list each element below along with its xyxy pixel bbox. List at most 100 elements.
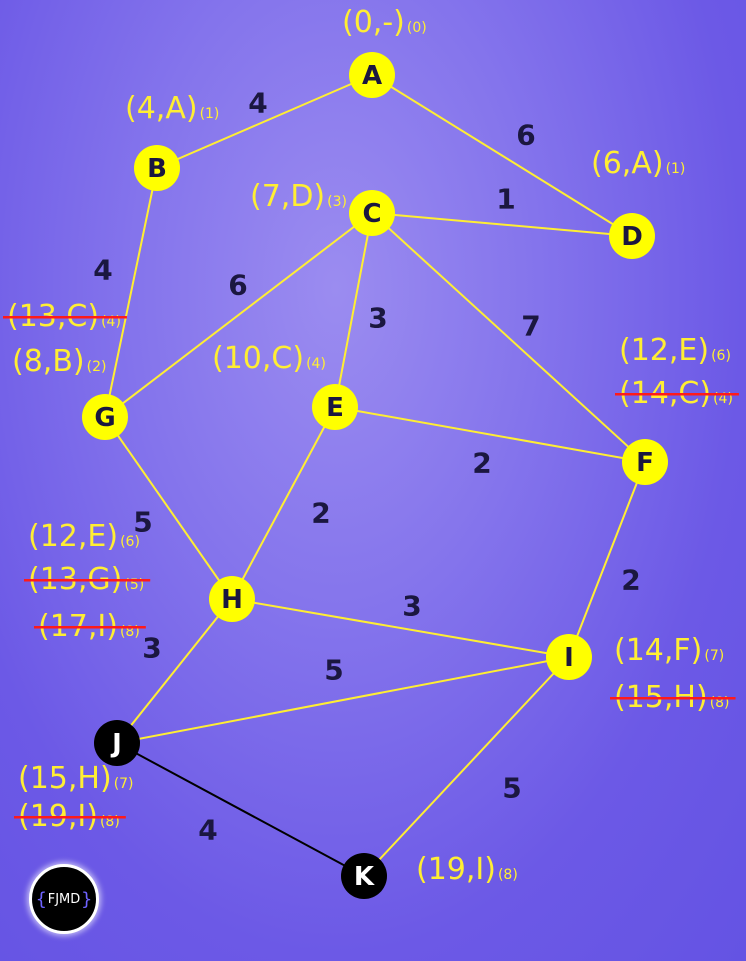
distance-value: (0,-) — [342, 5, 405, 40]
edge-weight-c-f: 7 — [521, 310, 540, 343]
step-index: (1) — [200, 106, 220, 122]
distance-label-text: (19,I)(8) — [416, 852, 518, 887]
edge-i-k — [363, 656, 570, 877]
node-label: K — [354, 862, 375, 892]
distance-label-text: (12,E)(6) — [619, 333, 731, 368]
node-i: I — [546, 634, 592, 680]
node-f: F — [622, 439, 668, 485]
node-circle — [134, 145, 180, 191]
distance-label-k: (19,I)(8) — [416, 852, 518, 887]
distance-label-text: (0,-)(0) — [342, 5, 427, 40]
distance-value: (6,A) — [591, 146, 664, 181]
node-label: H — [221, 585, 243, 615]
distance-value: (8,B) — [12, 344, 85, 379]
node-d: D — [609, 213, 655, 259]
logo-text: FJMD — [47, 891, 81, 907]
distance-label-text: (6,A)(1) — [591, 146, 685, 181]
distance-value: (10,C) — [212, 341, 304, 376]
distance-label-i: (14,F)(7) — [614, 633, 724, 668]
distance-label-a: (0,-)(0) — [342, 5, 427, 40]
distance-value: (12,E) — [28, 519, 118, 554]
edge-weight-i-k: 5 — [502, 772, 521, 805]
edge-weight-b-g: 4 — [93, 254, 112, 287]
node-circle — [209, 576, 255, 622]
edge-h-i — [231, 598, 570, 658]
edge-c-g — [104, 212, 373, 418]
distance-value: (7,D) — [250, 179, 325, 214]
logo-brace-open: { — [35, 888, 47, 910]
step-index: (6) — [120, 534, 140, 550]
edge-weight-c-d: 1 — [496, 183, 515, 216]
node-circle — [349, 52, 395, 98]
node-c: C — [349, 190, 395, 236]
edge-h-j — [116, 598, 233, 744]
node-circle — [312, 384, 358, 430]
distance-label-text: (10,C)(4) — [212, 341, 326, 376]
step-index: (7) — [704, 648, 724, 664]
distance-value: (14,F) — [614, 633, 702, 668]
node-label: G — [94, 403, 115, 433]
edge-a-b — [156, 74, 373, 169]
edge-c-f — [371, 212, 646, 463]
node-label: J — [110, 729, 122, 759]
edge-c-d — [371, 212, 633, 237]
distance-value: (4,A) — [125, 91, 198, 126]
node-label: A — [362, 61, 382, 91]
distance-label-c: (7,D)(3) — [250, 179, 347, 214]
struck-distance-label-j: (19,I)(8) — [14, 799, 126, 834]
node-a: A — [349, 52, 395, 98]
edge-f-i — [568, 461, 646, 658]
struck-distance-label-i: (15,H)(8) — [610, 680, 736, 715]
edge-weight-a-b: 4 — [248, 87, 267, 120]
struck-distance-label-g: (13,C)(4) — [3, 299, 127, 334]
edge-b-g — [104, 167, 158, 418]
struck-distance-label-h: (17,I)(8) — [34, 609, 146, 644]
edge-weight-c-g: 6 — [228, 269, 247, 302]
annotations-layer: (0,-)(0)(4,A)(1)(6,A)(1)(7,D)(3)(13,C)(4… — [3, 5, 739, 887]
distance-label-j: (15,H)(7) — [18, 761, 134, 796]
distance-label-g: (8,B)(2) — [12, 344, 106, 379]
distance-label-text: (14,F)(7) — [614, 633, 724, 668]
step-index: (1) — [666, 161, 686, 177]
edge-weight-h-i: 3 — [402, 590, 421, 623]
distance-label-d: (6,A)(1) — [591, 146, 685, 181]
edge-c-e — [334, 212, 373, 408]
step-index: (2) — [87, 359, 107, 375]
node-circle — [341, 853, 387, 899]
step-index: (6) — [711, 348, 731, 364]
edge-weight-e-f: 2 — [472, 447, 491, 480]
edge-weight-j-k: 4 — [198, 814, 217, 847]
distance-label-f: (12,E)(6) — [619, 333, 731, 368]
node-k: K — [341, 853, 387, 899]
distance-label-text: (7,D)(3) — [250, 179, 347, 214]
node-label: E — [326, 393, 344, 423]
distance-label-text: (4,A)(1) — [125, 91, 219, 126]
edge-weight-a-d: 6 — [516, 119, 535, 152]
logo-brace-close: } — [81, 888, 93, 910]
distance-label-b: (4,A)(1) — [125, 91, 219, 126]
node-circle — [94, 720, 140, 766]
edge-e-h — [231, 406, 336, 600]
edge-weight-g-h: 5 — [133, 506, 152, 539]
node-label: F — [636, 448, 654, 478]
edge-weight-j-i: 5 — [324, 654, 343, 687]
distance-label-text: (12,E)(6) — [28, 519, 140, 554]
node-circle — [349, 190, 395, 236]
node-g: G — [82, 394, 128, 440]
edge-j-k — [116, 742, 365, 877]
distance-value: (15,H) — [18, 761, 112, 796]
node-j: J — [94, 720, 140, 766]
node-circle — [546, 634, 592, 680]
distance-value: (19,I) — [416, 852, 496, 887]
node-label: D — [621, 222, 643, 252]
node-circle — [82, 394, 128, 440]
distance-label-text: (8,B)(2) — [12, 344, 106, 379]
step-index: (3) — [327, 194, 347, 210]
step-index: (7) — [114, 776, 134, 792]
node-circle — [609, 213, 655, 259]
step-index: (0) — [407, 20, 427, 36]
node-label: I — [564, 643, 574, 673]
node-label: B — [147, 154, 167, 184]
edge-weight-h-j: 3 — [142, 632, 161, 665]
